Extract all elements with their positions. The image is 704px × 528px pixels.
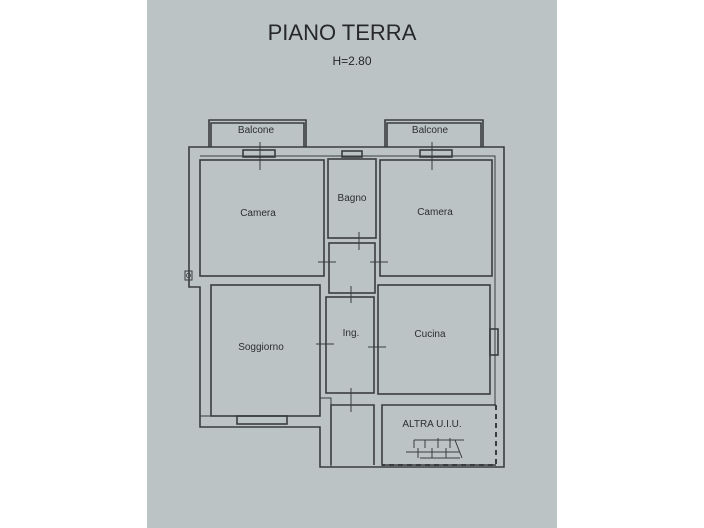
room-camera-left: [199, 159, 325, 277]
room-ingresso: [325, 296, 375, 394]
balcony-right: [384, 119, 484, 147]
room-hall: [328, 242, 376, 294]
floor-plan-sheet: [147, 0, 557, 528]
room-altra-uiu: [381, 404, 496, 466]
plan-title: PIANO TERRA: [268, 20, 417, 45]
room-bagno: [327, 158, 377, 239]
label-soggiorno: Soggiorno: [238, 342, 284, 353]
meter-icon: [184, 270, 193, 281]
windows: [236, 149, 499, 425]
label-camera-left: Camera: [240, 208, 276, 219]
room-camera-right: [379, 159, 493, 277]
label-camera-right: Camera: [417, 207, 453, 218]
outer-wall: [188, 146, 505, 468]
altra-uiu-hatch: [406, 438, 464, 459]
balcony-left: [208, 119, 307, 147]
door-marks: [259, 142, 433, 412]
label-altra-uiu: ALTRA U.I.U.: [402, 419, 461, 430]
altra-uiu-boundary: [382, 405, 497, 466]
label-cucina: Cucina: [414, 329, 446, 340]
height-note: H=2.80: [332, 54, 371, 68]
label-bagno: Bagno: [338, 193, 367, 204]
label-balcone-right: Balcone: [412, 125, 449, 136]
label-balcone-left: Balcone: [238, 125, 275, 136]
label-ingresso: Ing.: [343, 328, 360, 339]
room-entry-lower: [330, 404, 375, 465]
